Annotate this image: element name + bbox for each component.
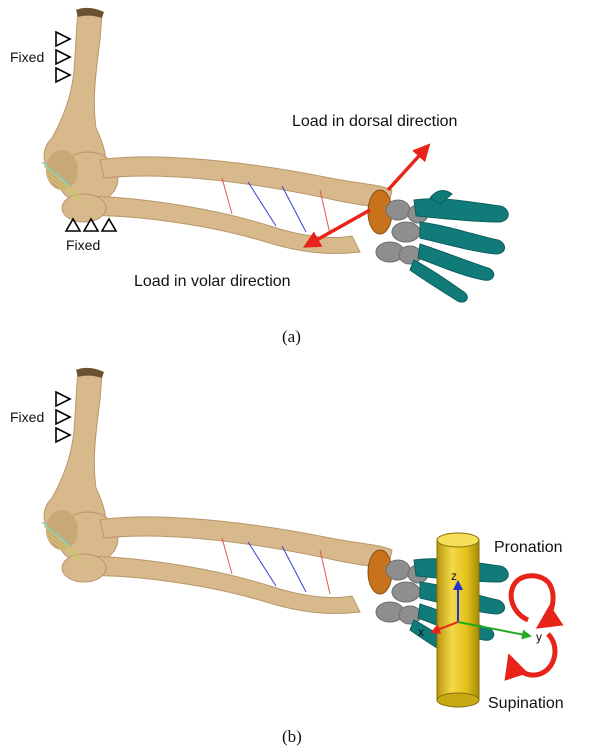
membrane-line: [222, 538, 232, 574]
fixed-constraint-top-a: Fixed: [10, 32, 70, 82]
fixed-label-top: Fixed: [10, 49, 44, 65]
fixed-constraint-bottom-a: Fixed: [66, 219, 116, 253]
olecranon: [62, 554, 106, 582]
fixed-label-b: Fixed: [10, 409, 44, 425]
fixed-triangle-icon: [56, 428, 70, 442]
olecranon: [62, 194, 106, 222]
fixed-triangle-icon: [56, 410, 70, 424]
axis-y-label: y: [536, 630, 542, 644]
membrane-line: [248, 182, 276, 226]
membrane-line: [248, 542, 276, 586]
fixed-triangle-icon: [102, 219, 116, 231]
fixed-triangle-icon: [56, 392, 70, 406]
fixed-constraint-b: Fixed: [10, 392, 70, 442]
dorsal-load-arrow: [388, 146, 428, 190]
pronation-label: Pronation: [494, 539, 563, 556]
axis-z-label: z: [451, 569, 457, 583]
arm-model-a: [42, 8, 508, 302]
finger-bones: [410, 191, 508, 303]
caption-a: (a): [282, 327, 301, 346]
fixed-triangle-icon: [56, 32, 70, 46]
supination-arrow: [510, 634, 555, 675]
panel-a: Fixed Fixed Load in dorsal direction Loa…: [10, 8, 508, 346]
volar-load-label: Load in volar direction: [134, 273, 291, 290]
axis-x-label: x: [418, 625, 424, 639]
fixed-label-bottom: Fixed: [66, 237, 100, 253]
fixed-triangle-icon: [56, 50, 70, 64]
supination-label: Supination: [488, 695, 564, 712]
fixed-triangle-icon: [56, 68, 70, 82]
pronation-arrow: [511, 576, 553, 626]
caption-b: (b): [282, 727, 302, 746]
rotation-indicator: Pronation Supination: [488, 539, 564, 712]
ulna-bone: [71, 556, 360, 614]
panel-b: Fixed z y x Pronation Supination (b: [10, 368, 564, 746]
ulna-bone: [71, 196, 360, 254]
dorsal-load-label: Load in dorsal direction: [292, 113, 457, 130]
membrane-line: [222, 178, 232, 214]
